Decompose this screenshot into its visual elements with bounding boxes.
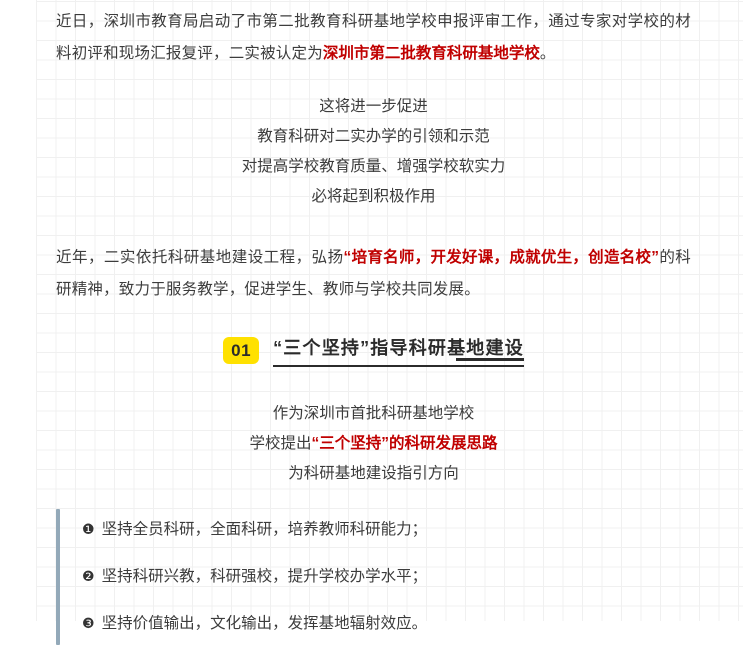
paragraph-intro-text-after: 。 [539, 45, 556, 62]
section-underline [273, 365, 524, 367]
spacer [56, 70, 691, 92]
list-item-text: 坚持全员科研，全面科研，培养教师科研能力； [101, 521, 428, 538]
list-item-text: 坚持科研兴教，科研强校，提升学校办学水平； [101, 568, 428, 585]
centered-line-1: 这将进一步促进 [319, 98, 428, 115]
section-number-badge: 01 [223, 337, 260, 364]
approach-line-1: 作为深圳市首批科研基地学校 [272, 405, 475, 422]
approach-line-2: 学校提出“三个坚持”的科研发展思路 [56, 429, 691, 459]
centered-approach-block: 作为深圳市首批科研基地学校 学校提出“三个坚持”的科研发展思路 为科研基地建设指… [56, 399, 691, 489]
list-item: ❸ 坚持价值输出，文化输出，发挥基地辐射效应。 [82, 611, 691, 637]
section-title: “三个坚持”指导科研基地建设 [273, 338, 524, 358]
paragraph-spirit: 近年，二实依托科研基地建设工程，弘扬“培育名师，开发好课，成就优生，创造名校”的… [56, 242, 691, 306]
section-underline-accent [455, 358, 524, 361]
left-gutter [0, 0, 36, 621]
principles-list: ❶ 坚持全员科研，全面科研，培养教师科研能力； ❷ 坚持科研兴教，科研强校，提升… [56, 505, 691, 647]
centered-statement-block: 这将进一步促进 教育科研对二实办学的引领和示范 对提高学校教育质量、增强学校软实… [56, 92, 691, 212]
spacer [56, 212, 691, 242]
paragraph-spirit-text-after: 的科研精神，致力于服务教学，促进学生、教师与学校共同发展。 [56, 249, 691, 298]
centered-line-4: 必将起到积极作用 [311, 188, 436, 205]
list-item: ❷ 坚持科研兴教，科研强校，提升学校办学水平； [82, 564, 691, 590]
spacer [56, 369, 691, 399]
list-marker-3-icon: ❸ [82, 616, 95, 632]
approach-line-2-highlight: “三个坚持”的科研发展思路 [311, 435, 498, 452]
list-item-text: 坚持价值输出，文化输出，发挥基地辐射效应。 [101, 615, 428, 632]
approach-line-3: 为科研基地建设指引方向 [288, 465, 459, 482]
section-title-wrap: “三个坚持”指导科研基地建设 [273, 334, 524, 367]
paragraph-intro: 近日，深圳市教育局启动了市第二批教育科研基地学校申报评审工作，通过专家对学校的材… [56, 0, 691, 70]
paragraph-spirit-highlight: “培育名师，开发好课，成就优生，创造名校” [343, 249, 660, 266]
section-heading: 01 “三个坚持”指导科研基地建设 [56, 328, 691, 369]
centered-line-3: 对提高学校教育质量、增强学校软实力 [241, 158, 506, 175]
paragraph-spirit-text-before: 近年，二实依托科研基地建设工程，弘扬 [56, 249, 344, 266]
list-marker-2-icon: ❷ [82, 569, 95, 585]
approach-line-2-plain: 学校提出 [249, 435, 312, 452]
list-item: ❶ 坚持全员科研，全面科研，培养教师科研能力； [82, 517, 691, 543]
spacer [56, 489, 691, 505]
centered-line-2: 教育科研对二实办学的引领和示范 [257, 128, 490, 145]
paragraph-intro-text-before: 近日，深圳市教育局启动了市第二批教育科研基地学校申报评审工作，通过专家对学校的材… [56, 13, 691, 62]
list-marker-1-icon: ❶ [82, 522, 95, 538]
paragraph-intro-highlight: 深圳市第二批教育科研基地学校 [322, 45, 540, 62]
spacer [56, 306, 691, 328]
